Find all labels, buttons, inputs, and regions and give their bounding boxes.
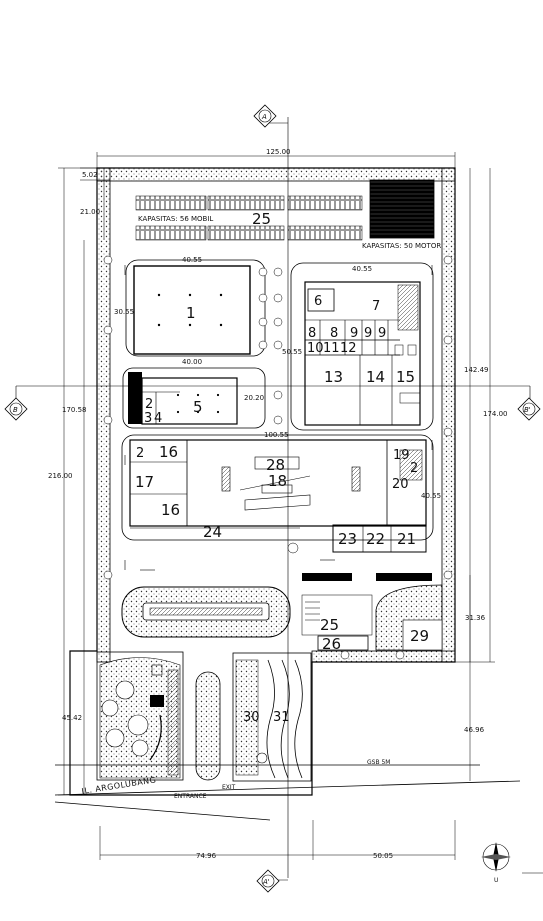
zone-13: 13 (324, 368, 343, 386)
dim-b2-width: 40.55 (352, 265, 372, 273)
zone-20: 20 (392, 477, 409, 492)
dim-b1-depth: 30.55 (114, 308, 134, 316)
zone-31: 31 (273, 710, 290, 725)
zone-18: 18 (268, 472, 287, 490)
car-capacity-label: KAPASITAS: 56 MOBIL (138, 215, 213, 223)
zone-9c: 9 (378, 326, 386, 341)
zone-16-bottom: 16 (161, 501, 180, 519)
zone-11: 11 (323, 341, 340, 356)
zone-25-bottom: 25 (320, 616, 339, 634)
circulation-arrows (124, 265, 433, 571)
zone-15: 15 (396, 368, 415, 386)
section-marker-a (253, 104, 277, 128)
zone-10: 10 (307, 341, 324, 356)
dim-b3-width: 40.00 (182, 358, 202, 366)
zone-21: 21 (397, 530, 416, 548)
section-label-b: B (13, 406, 18, 414)
dim-bottom-left: 74.96 (196, 852, 217, 860)
dim-b4-width: 100.55 (264, 431, 289, 439)
section-marker-a-prime (256, 869, 280, 893)
zone-5: 5 (193, 398, 203, 416)
zone-14: 14 (366, 368, 385, 386)
zone-17: 17 (135, 473, 154, 491)
dimension-lines (58, 152, 495, 860)
north-label: U (494, 877, 498, 884)
dim-left-total: 216.00 (48, 472, 73, 480)
zone-1: 1 (186, 304, 196, 322)
dim-b2-depth: 50.55 (282, 348, 302, 356)
zone-22: 22 (366, 530, 385, 548)
zone-6: 6 (314, 294, 322, 309)
dim-right-upper: 142.49 (464, 366, 489, 374)
zone-16-top: 16 (159, 443, 178, 461)
zone-2-b4: 2 (136, 446, 144, 461)
zone-28: 28 (266, 456, 285, 474)
zone-3: 3 (144, 411, 152, 426)
dim-top-width: 125.00 (266, 148, 291, 156)
road-edge-top (54, 780, 521, 796)
trees (103, 255, 453, 660)
dim-b3-depth: 20.20 (244, 394, 264, 402)
zone-12: 12 (340, 341, 357, 356)
entrance-label: ENTRANCE (174, 793, 207, 800)
section-marker-b (4, 397, 28, 421)
zone-30: 30 (243, 710, 260, 725)
dim-right-lower: 46.96 (464, 726, 485, 734)
zone-7: 7 (372, 299, 380, 314)
exit-label: EXIT (222, 784, 236, 791)
moto-capacity-label: KAPASITAS: 50 MOTOR (362, 242, 441, 250)
zone-2-right: 2 (410, 461, 418, 476)
zone-2-b3: 2 (145, 397, 153, 412)
pond (121, 586, 291, 638)
zone-9a: 9 (350, 326, 358, 341)
car-parking (135, 195, 363, 241)
perimeter-landscape (96, 167, 456, 663)
zone-9b: 9 (364, 326, 372, 341)
section-label-a: A (261, 113, 267, 121)
building-4 (121, 434, 434, 553)
section-label-b-prime: B' (524, 406, 531, 414)
front-garden-left (96, 651, 184, 781)
dim-b1-width: 40.55 (182, 256, 202, 264)
zone-23: 23 (338, 530, 357, 548)
zone-25-top: 25 (252, 210, 271, 228)
section-label-a-prime: A' (262, 878, 270, 886)
zone-29: 29 (410, 627, 429, 645)
building-3 (122, 367, 266, 429)
building-2 (290, 262, 434, 431)
zone-24: 24 (203, 523, 222, 541)
setback-label: GSB 5M (367, 759, 390, 766)
road-edge-bottom (54, 801, 271, 821)
zone-4: 4 (154, 411, 162, 426)
dim-bottom-right: 50.05 (373, 852, 393, 860)
front-garden-right (232, 652, 312, 782)
dim-b4-depth: 40.55 (421, 492, 441, 500)
dim-left-partial: 170.58 (62, 406, 87, 414)
dim-top-depth: 21.00 (80, 208, 100, 216)
section-marker-b-prime (517, 397, 541, 421)
dim-top-offset: 5.02 (82, 171, 98, 179)
north-arrow-icon (481, 842, 511, 872)
zone-8b: 8 (330, 326, 338, 341)
dim-right-mid: 31.36 (465, 614, 486, 622)
site-boundary (69, 167, 456, 796)
zone-8a: 8 (308, 326, 316, 341)
dim-right-total: 174.00 (483, 410, 508, 418)
dim-left-lower: 45.42 (62, 714, 82, 722)
zone-26: 26 (322, 635, 341, 653)
building-1 (125, 259, 266, 357)
zone-19: 19 (393, 448, 410, 463)
central-walkway (195, 671, 221, 781)
lower-right-area (301, 573, 443, 651)
motorcycle-parking (369, 179, 435, 239)
